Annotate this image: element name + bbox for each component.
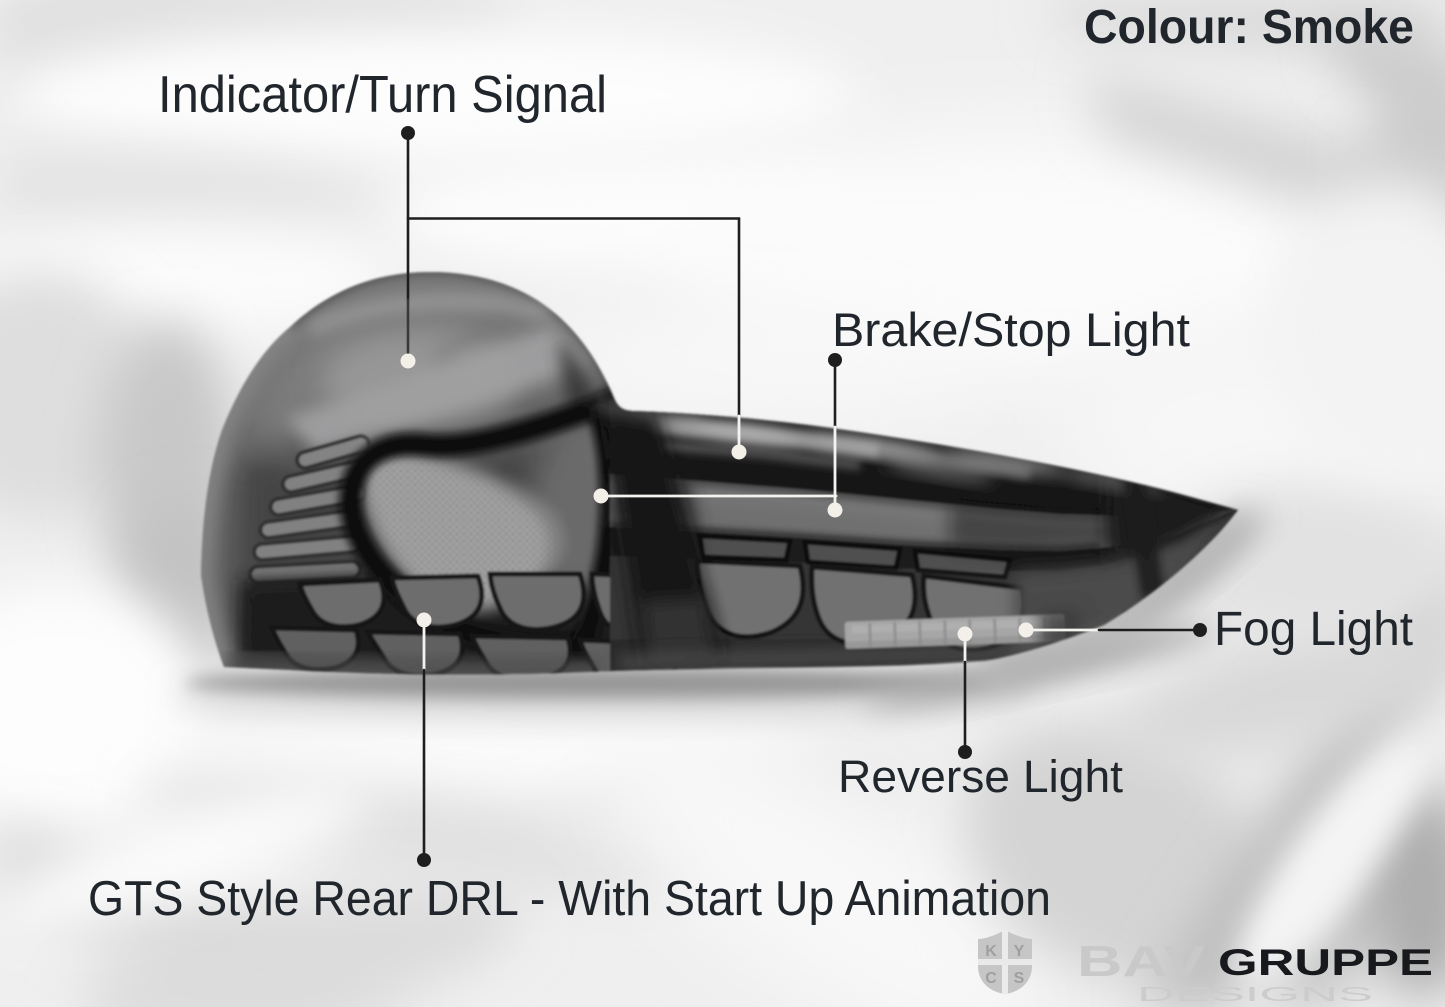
svg-text:DESIGNS: DESIGNS <box>1137 984 1373 1006</box>
svg-text:S: S <box>1014 970 1025 987</box>
svg-text:C: C <box>985 970 997 987</box>
svg-text:Fog Light: Fog Light <box>1214 603 1413 656</box>
svg-text:GTS Style Rear DRL - With Star: GTS Style Rear DRL - With Start Up Anima… <box>88 872 1051 926</box>
svg-text:Reverse Light: Reverse Light <box>838 751 1124 802</box>
svg-text:GRUPPE: GRUPPE <box>1218 942 1433 983</box>
svg-text:Y: Y <box>1014 943 1025 960</box>
svg-text:Brake/Stop Light: Brake/Stop Light <box>832 303 1190 356</box>
svg-text:Colour: Smoke: Colour: Smoke <box>1084 1 1414 54</box>
svg-text:BAV: BAV <box>1077 937 1206 986</box>
svg-text:Indicator/Turn Signal: Indicator/Turn Signal <box>158 66 607 124</box>
svg-text:K: K <box>985 943 997 960</box>
